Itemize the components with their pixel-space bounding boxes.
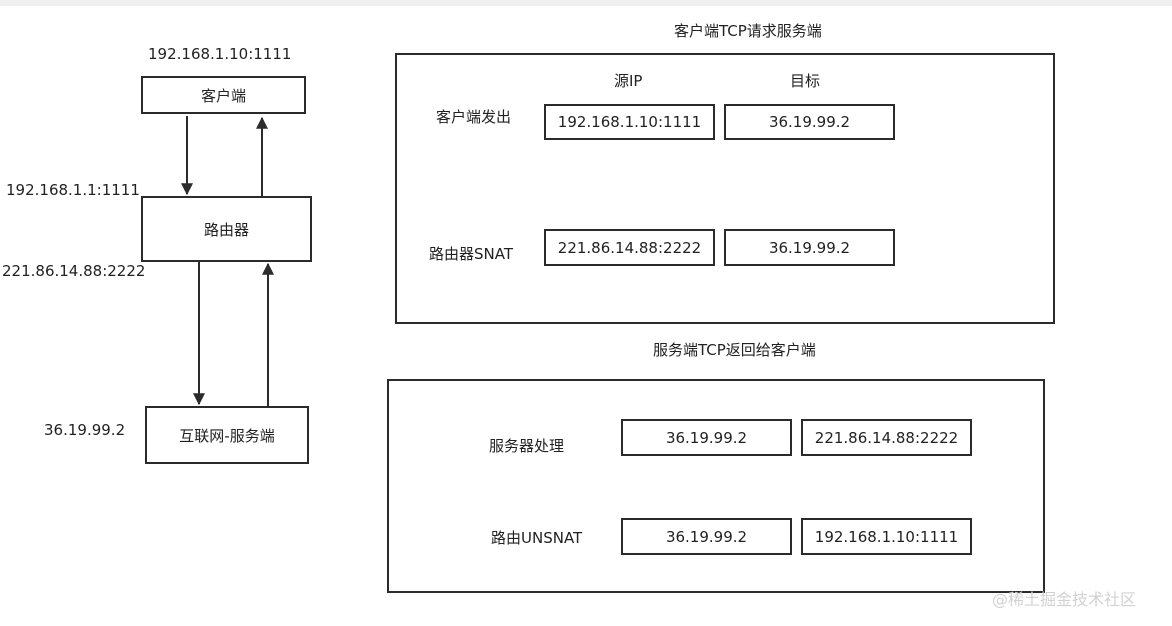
request-row-2-source: 221.86.14.88:2222 (544, 229, 715, 266)
request-row-2-target: 36.19.99.2 (724, 229, 895, 266)
router-wan-address: 221.86.14.88:2222 (2, 262, 146, 280)
client-address: 192.168.1.10:1111 (148, 45, 292, 63)
response-row-1-source: 36.19.99.2 (621, 419, 792, 456)
request-row-1-source: 192.168.1.10:1111 (544, 104, 715, 140)
client-node: 客户端 (141, 76, 306, 114)
response-row-2-target: 192.168.1.10:1111 (801, 518, 972, 555)
request-row-1-target: 36.19.99.2 (724, 104, 895, 140)
response-panel-title: 服务端TCP返回给客户端 (653, 341, 816, 359)
top-bar (0, 0, 1172, 6)
watermark: @稀土掘金技术社区 (992, 590, 1137, 609)
request-panel (395, 53, 1055, 324)
server-node: 互联网-服务端 (145, 406, 309, 464)
request-panel-title: 客户端TCP请求服务端 (674, 22, 822, 40)
router-lan-address: 192.168.1.1:1111 (6, 181, 140, 199)
response-panel (387, 379, 1045, 593)
request-row-2-label: 路由器SNAT (429, 245, 514, 263)
response-row-1-label: 服务器处理 (489, 437, 565, 455)
server-address: 36.19.99.2 (44, 421, 126, 439)
response-row-2-source: 36.19.99.2 (621, 518, 792, 555)
column-source-ip: 源IP (614, 72, 643, 90)
router-node: 路由器 (141, 196, 312, 262)
request-row-1-label: 客户端发出 (436, 108, 512, 126)
response-row-2-label: 路由UNSNAT (491, 529, 583, 547)
response-row-1-target: 221.86.14.88:2222 (801, 419, 972, 456)
column-target: 目标 (790, 72, 821, 90)
